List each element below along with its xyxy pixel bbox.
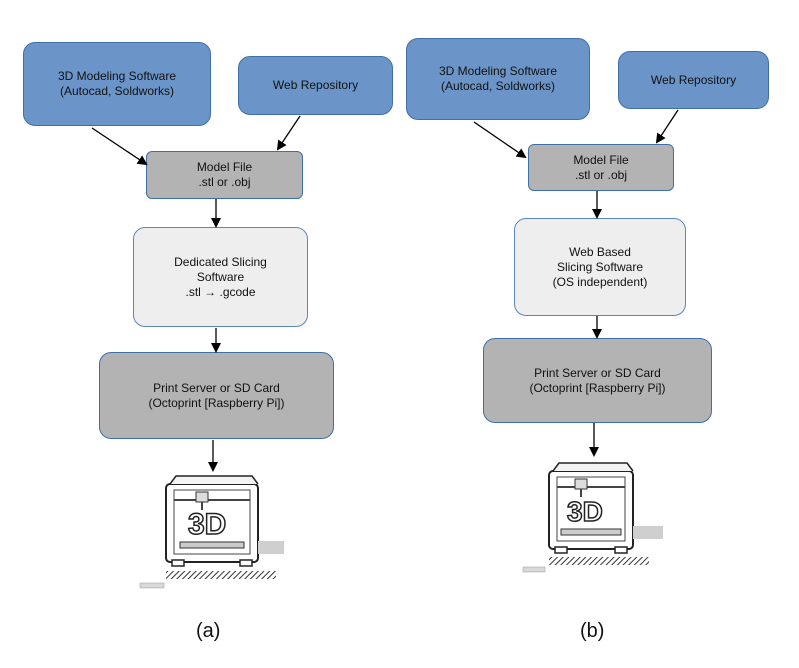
panel-b-slicing-software-box: Web Based Slicing Software (OS independe… — [514, 218, 686, 316]
panel-a-web-repository-box: Web Repository — [238, 56, 393, 115]
panel-b-modeling-software-box: 3D Modeling Software (Autocad, Soldworks… — [406, 38, 590, 120]
panel-a-print-server-box: Print Server or SD Card (Octoprint [Rasp… — [99, 352, 334, 439]
panel-a-model-file-box: Model File .stl or .obj — [146, 151, 303, 199]
svg-text:3D: 3D — [567, 496, 603, 527]
panel-b-web-repository-box: Web Repository — [618, 51, 769, 109]
panel-a-arrow-repo-to-model — [276, 115, 301, 151]
panel-a-modeling-software-box: 3D Modeling Software (Autocad, Soldworks… — [23, 42, 211, 126]
panel-a-caption: (a) — [196, 620, 221, 642]
panel-b-arrow-modeling-to-model — [473, 121, 527, 159]
panel-b-arrow-repo-to-model — [655, 109, 679, 144]
panel-b-caption: (b) — [580, 620, 605, 642]
panel-b-print-server-box: Print Server or SD Card (Octoprint [Rasp… — [483, 338, 712, 423]
panel-a-slicing-software-box: Dedicated Slicing Software .stl → .gcode — [133, 227, 308, 327]
panel-b-model-file-box: Model File .stl or .obj — [528, 144, 674, 191]
panel-a-arrow-modeling-to-model — [91, 127, 148, 166]
panel-b-printer-icon: 3D — [522, 462, 663, 573]
panel-a-printer-icon: 3D — [139, 475, 284, 589]
svg-text:3D: 3D — [188, 508, 226, 541]
